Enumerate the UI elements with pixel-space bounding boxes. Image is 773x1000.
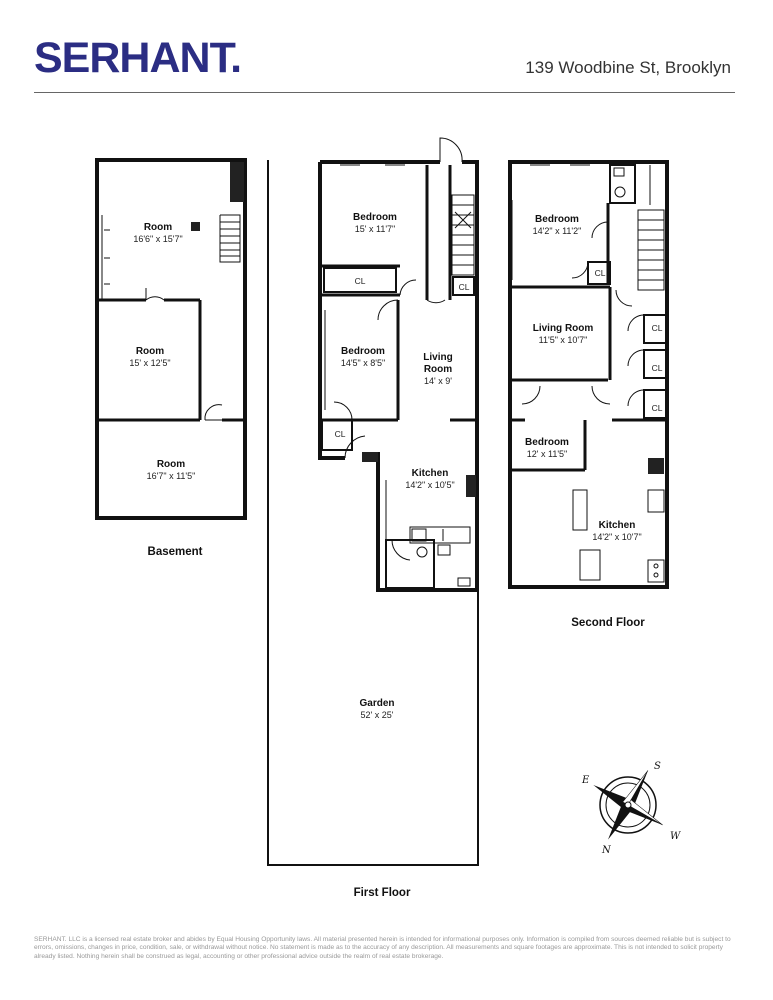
second-bedroom-2-name: Bedroom (525, 437, 569, 448)
compass-w: W (670, 831, 681, 842)
first-living-room-name-2: Room (424, 364, 452, 375)
second-kitchen-dims: 14'2" x 10'7" (592, 532, 641, 542)
basement-labels: Room 16'6" x 15'7" Room 15' x 12'5" Room… (129, 222, 202, 558)
garden-dims: 52' x 25' (361, 710, 394, 720)
basement-room-2-name: Room (136, 346, 164, 357)
second-closet-4: CL (652, 403, 663, 413)
second-floor-plan (508, 160, 669, 589)
basement-plan (95, 158, 247, 520)
first-living-room-name: Living (423, 352, 452, 363)
first-closet-3: CL (335, 429, 346, 439)
second-living-room-name: Living Room (533, 323, 594, 334)
header-divider (34, 92, 735, 93)
basement-room-3-name: Room (157, 459, 185, 470)
first-bedroom-2-name: Bedroom (341, 346, 385, 357)
compass-s: S (654, 761, 661, 772)
basement-room-2-dims: 15' x 12'5" (129, 358, 170, 368)
property-address: 139 Woodbine St, Brooklyn (525, 58, 731, 77)
second-bedroom-2-dims: 12' x 11'5" (527, 449, 568, 459)
basement-room-3-dims: 16'7" x 11'5" (147, 471, 196, 481)
second-living-room-dims: 11'5" x 10'7" (539, 335, 588, 345)
second-floor-label: Second Floor (571, 617, 645, 629)
compass-e: E (581, 775, 590, 786)
second-floor-labels: Bedroom 14'2" x 11'2" CL Living Room 11'… (525, 214, 663, 629)
second-bedroom-1-dims: 14'2" x 11'2" (533, 226, 582, 236)
first-bedroom-1-dims: 15' x 11'7" (355, 224, 396, 234)
second-closet-1: CL (595, 268, 606, 278)
legal-disclaimer: SERHANT. LLC is a licensed real estate b… (34, 936, 731, 960)
first-floor-labels: Bedroom 15' x 11'7" CL CL Bedroom 14'5" … (335, 212, 470, 899)
first-bedroom-2-dims: 14'5" x 8'5" (341, 358, 385, 368)
first-closet-1: CL (355, 276, 366, 286)
basement-room-1-dims: 16'6" x 15'7" (133, 234, 182, 244)
first-closet-2: CL (459, 282, 470, 292)
second-kitchen-name: Kitchen (599, 520, 636, 531)
second-closet-3: CL (652, 363, 663, 373)
first-kitchen-name: Kitchen (412, 468, 449, 479)
first-floor-plan (267, 137, 479, 866)
basement-room-1-name: Room (144, 222, 172, 233)
second-bedroom-1-name: Bedroom (535, 214, 579, 225)
serhant-logo: SERHANT. (34, 34, 242, 82)
compass-n: N (601, 845, 612, 856)
first-floor-label: First Floor (354, 887, 411, 899)
second-closet-2: CL (652, 323, 663, 333)
garden-name: Garden (359, 698, 394, 709)
first-living-room-dims: 14' x 9' (424, 376, 452, 386)
first-bedroom-1-name: Bedroom (353, 212, 397, 223)
first-kitchen-dims: 14'2" x 10'5" (405, 480, 454, 490)
compass-rose-icon: N E S W (581, 761, 681, 856)
basement-floor-label: Basement (148, 546, 203, 558)
